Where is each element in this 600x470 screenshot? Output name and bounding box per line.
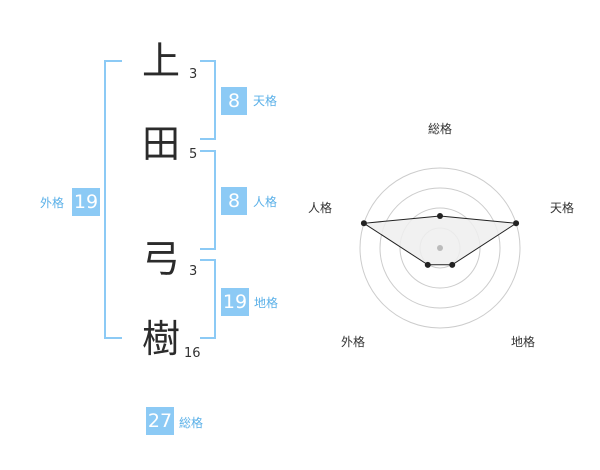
radar-label-jinkaku: 人格	[308, 201, 333, 215]
radar-point	[449, 261, 456, 268]
name-char-2-strokes: 5	[189, 147, 198, 162]
gaikaku-value: 19	[72, 188, 100, 216]
radar-dots	[360, 213, 520, 268]
radar-point	[513, 220, 520, 227]
chikaku-bracket	[200, 259, 216, 339]
gaikaku-bracket	[104, 60, 122, 339]
radar-center-dot	[437, 245, 443, 251]
soukaku-value: 27	[146, 407, 174, 435]
radar-point	[360, 220, 367, 227]
radar-shape	[362, 215, 518, 266]
name-char-2: 田	[142, 122, 181, 166]
tenkaku-label: 天格	[253, 94, 278, 108]
radar-label-tenkaku: 天格	[550, 201, 575, 215]
radar-label-soukaku: 総格	[428, 122, 453, 136]
name-char-3-strokes: 3	[189, 264, 198, 279]
radar-label-chikaku: 地格	[511, 335, 536, 349]
chikaku-label: 地格	[254, 296, 279, 310]
jinkaku-bracket	[200, 150, 216, 250]
radar-ring	[379, 187, 501, 309]
name-char-1-strokes: 3	[189, 67, 198, 82]
soukaku-label: 総格	[179, 416, 204, 430]
radar-ring	[359, 167, 521, 329]
jinkaku-label: 人格	[253, 195, 278, 209]
jinkaku-value: 8	[221, 187, 247, 215]
chikaku-value: 19	[221, 288, 249, 316]
radar-point	[437, 213, 443, 219]
gaikaku-label: 外格	[40, 196, 65, 210]
name-char-1: 上	[142, 39, 181, 83]
tenkaku-value: 8	[221, 87, 247, 115]
name-char-4-strokes: 16	[184, 346, 201, 361]
radar-ring	[399, 207, 481, 289]
name-char-3: 弓	[142, 237, 181, 281]
tenkaku-bracket	[200, 60, 216, 140]
name-char-4: 樹	[142, 317, 181, 361]
radar-label-gaikaku: 外格	[341, 335, 366, 349]
radar-point	[424, 261, 431, 268]
